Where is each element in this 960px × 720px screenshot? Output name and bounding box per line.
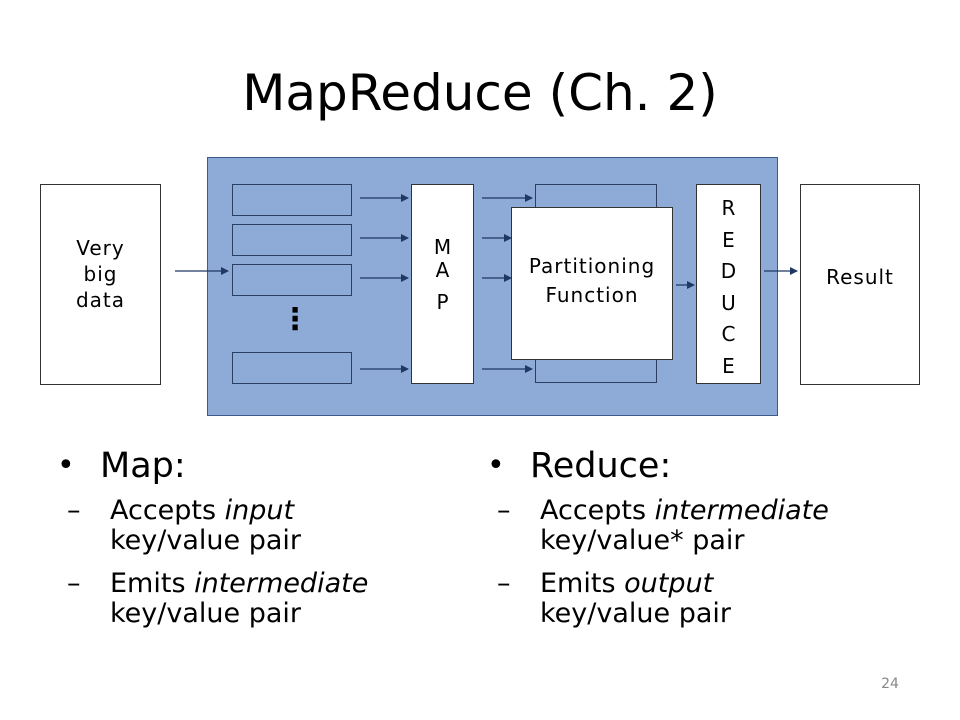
input-split-block (232, 352, 352, 384)
result-label: Result (826, 265, 894, 289)
map-bullet-list: Map: Accepts input key/value pair Emits … (57, 444, 457, 629)
input-split-block (232, 184, 352, 216)
map-sub-prefix: Accepts (110, 495, 225, 526)
map-letter: A (435, 258, 450, 282)
input-label-line: data (75, 288, 126, 312)
reduce-heading-text: Reduce: (530, 446, 672, 486)
map-sub-item: Emits intermediate key/value pair (57, 569, 457, 629)
map-sub-emph: input (224, 495, 295, 526)
map-sub-line2: key/value pair (110, 598, 301, 629)
reduce-letter: D (720, 259, 737, 283)
reduce-letter: E (722, 227, 735, 252)
reduce-bullet-list: Reduce: Accepts intermediate key/value* … (487, 444, 927, 629)
partitioning-function-box: Partitioning Function (511, 207, 673, 360)
reduce-sub-prefix: Emits (540, 568, 625, 599)
input-split-block (232, 224, 352, 256)
map-heading: Map: (57, 444, 457, 488)
partition-label-line: Function (545, 283, 639, 307)
ellipsis-icon: ⋮ (280, 302, 310, 337)
result-box: Result (800, 184, 920, 385)
reduce-sub-item: Emits output key/value pair (487, 569, 927, 629)
slide-title: MapReduce (Ch. 2) (242, 64, 718, 122)
reduce-sub-line2: key/value* pair (540, 525, 745, 556)
reduce-letter: E (722, 353, 735, 378)
map-letter: M (433, 235, 452, 259)
reduce-sub-emph: output (624, 568, 714, 599)
reduce-letter: R (721, 196, 736, 220)
map-sub-line2: key/value pair (110, 525, 301, 556)
input-label-line: big (83, 262, 118, 286)
map-box: M (411, 184, 474, 384)
reduce-sub-line2: key/value pair (540, 598, 731, 629)
map-sub-item: Accepts input key/value pair (57, 496, 457, 556)
reduce-letter: U (721, 290, 736, 315)
map-sub-prefix: Emits (110, 568, 195, 599)
partition-label-line: Partitioning (528, 254, 656, 278)
reduce-heading: Reduce: (487, 444, 927, 488)
input-split-block (232, 264, 352, 296)
map-heading-text: Map: (100, 446, 186, 486)
map-letter: P (436, 290, 449, 314)
map-sub-emph: intermediate (194, 568, 369, 599)
input-box: Very big data (40, 184, 161, 385)
page-number: 24 (881, 676, 899, 692)
input-label-line: Very (76, 236, 125, 260)
reduce-letter: C (721, 322, 736, 346)
reduce-sub-prefix: Accepts (540, 495, 655, 526)
reduce-sub-item: Accepts intermediate key/value* pair (487, 496, 927, 556)
reduce-box: R E D U C E (696, 184, 761, 384)
reduce-sub-emph: intermediate (654, 495, 829, 526)
